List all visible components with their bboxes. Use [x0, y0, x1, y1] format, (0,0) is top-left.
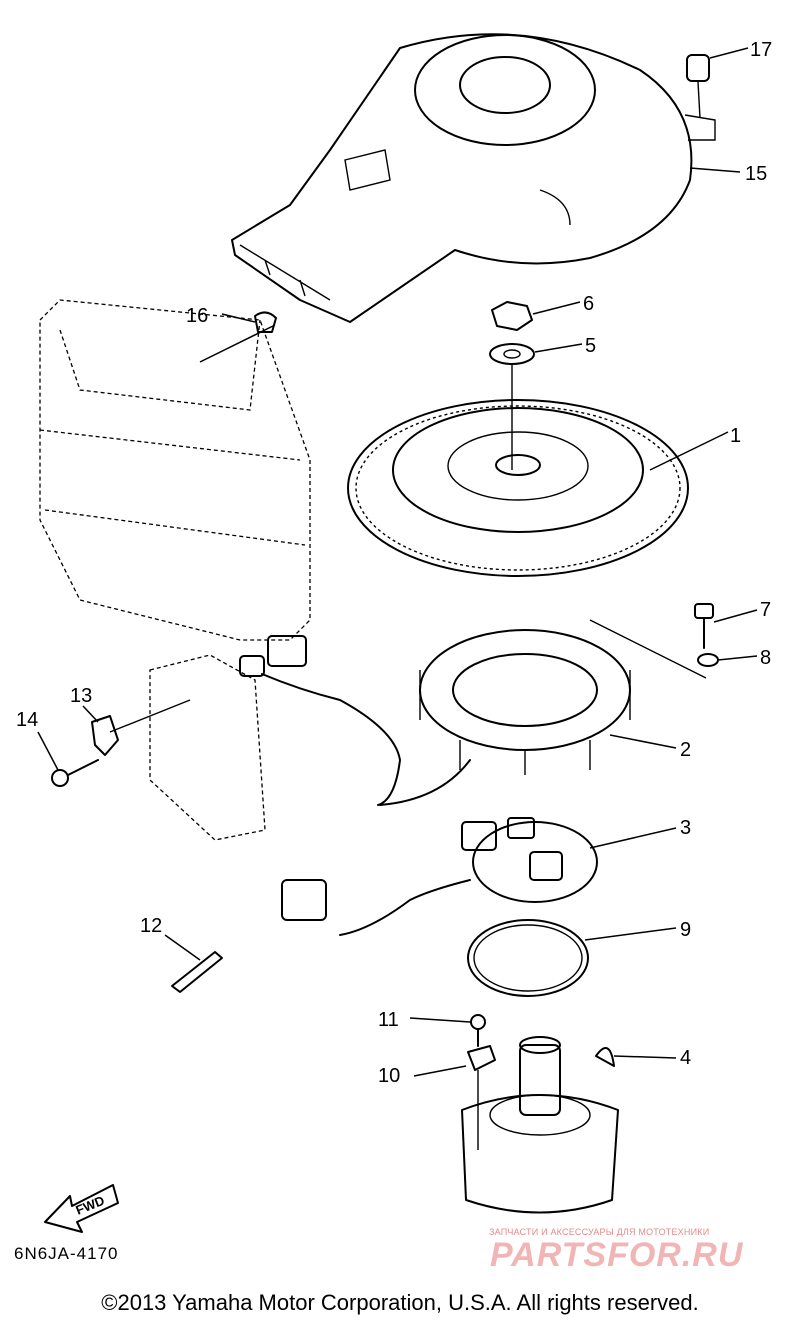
- diagram-code: 6N6JA-4170: [14, 1244, 119, 1263]
- clip: [467, 1045, 496, 1150]
- washer-8: [697, 653, 719, 667]
- bracket-outline: [109, 654, 266, 841]
- callout-6: 6: [583, 293, 594, 315]
- callout-3: 3: [680, 817, 691, 839]
- callout-1: 1: [730, 425, 741, 447]
- crankshaft-housing: [461, 1036, 619, 1214]
- grommet: [686, 54, 710, 119]
- callout-15: 15: [745, 163, 767, 185]
- wiring-harness: [239, 635, 401, 806]
- watermark-tagline: ЗАПЧАСТИ И АКСЕССУАРЫ ДЛЯ МОТОТЕХНИКИ: [489, 1227, 710, 1237]
- woodruff-key: [595, 1047, 615, 1067]
- pin: [171, 951, 223, 993]
- watermark-brand: PARTSFOR.RU: [490, 1236, 744, 1274]
- callout-7: 7: [760, 599, 771, 621]
- callout-17: 17: [750, 39, 772, 61]
- callout-12: 12: [140, 915, 162, 937]
- ring: [467, 919, 589, 997]
- engine-block-outline: [39, 299, 311, 641]
- pulser-coil-base: [281, 817, 598, 936]
- washer: [489, 343, 535, 470]
- fwd-arrow: FWD: [44, 1184, 119, 1233]
- callout-11: 11: [378, 1009, 399, 1031]
- callout-2: 2: [680, 739, 691, 761]
- callout-9: 9: [680, 919, 691, 941]
- clamp: [91, 715, 119, 756]
- nut: [491, 301, 533, 331]
- flywheel-cover: [231, 33, 716, 323]
- copyright-notice: ©2013 Yamaha Motor Corporation, U.S.A. A…: [101, 1290, 699, 1315]
- callout-4: 4: [680, 1047, 691, 1069]
- callout-numbers: 1 2 3 4 5 6 7 8 9 10 11 12 13 14 15 16 1…: [16, 39, 772, 1087]
- callout-16: 16: [186, 305, 208, 327]
- grommet-16: [254, 311, 277, 333]
- stator-assembly: [379, 619, 707, 806]
- leader-lines: [37, 47, 758, 1077]
- callout-14: 14: [16, 709, 38, 731]
- callout-13: 13: [70, 685, 92, 707]
- fwd-label: FWD: [74, 1193, 107, 1218]
- callout-5: 5: [585, 335, 596, 357]
- callout-10: 10: [378, 1065, 400, 1087]
- screw-11: [470, 1014, 486, 1047]
- callout-8: 8: [760, 647, 771, 669]
- bolt: [694, 603, 714, 649]
- screw: [51, 759, 99, 787]
- flywheel-magneto: [347, 399, 689, 577]
